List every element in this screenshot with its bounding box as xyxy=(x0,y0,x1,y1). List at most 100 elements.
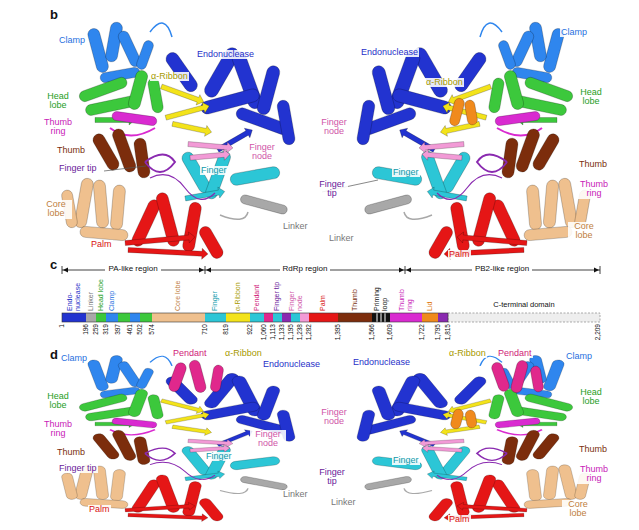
part-label: α-Ribbon xyxy=(224,349,263,358)
structure-back xyxy=(356,21,591,260)
part-label: Finger node xyxy=(316,408,352,427)
domain-bar xyxy=(264,313,273,322)
domain-bar xyxy=(62,313,86,322)
region-arrows xyxy=(405,266,406,274)
residue-number: 1,722 xyxy=(419,324,426,340)
part-label: Head lobe xyxy=(42,92,74,111)
domain-bar xyxy=(291,313,300,322)
residue-number: 1,238 xyxy=(297,324,304,340)
pendant-helices xyxy=(510,359,529,394)
residue-number: 2,209 xyxy=(595,324,602,340)
lid-strands xyxy=(450,408,465,430)
region-label: PB2-like region xyxy=(472,265,532,273)
pendant-helices xyxy=(210,364,225,392)
part-label: Thumb ring xyxy=(40,420,76,439)
residue-number: 1,566 xyxy=(369,324,376,340)
part-label: Palm xyxy=(448,250,471,259)
domain-label: Priming loop xyxy=(373,277,388,311)
part-label: Endonuclease xyxy=(262,360,321,369)
part-label: Thumb xyxy=(56,146,86,155)
domain-label: C-terminal domain xyxy=(493,301,554,309)
part-label: Palm xyxy=(90,240,113,249)
pendant-helices xyxy=(188,359,207,394)
residue-number: 922 xyxy=(247,324,254,335)
domain-bar xyxy=(448,313,600,322)
part-label: Finger tip xyxy=(58,464,98,473)
region-arrows xyxy=(406,268,411,273)
domain-bar xyxy=(273,313,282,322)
part-label: Thumb xyxy=(578,445,608,454)
domain-label: Head lobe xyxy=(97,277,105,311)
residue-number: 502 xyxy=(137,324,144,335)
part-label: Finger node xyxy=(316,118,352,137)
pendant-helices xyxy=(530,365,544,392)
part-label: Core lobe xyxy=(562,500,594,519)
lid-strands xyxy=(449,97,479,127)
part-label: Palm xyxy=(88,505,111,514)
domain-bar xyxy=(152,313,205,322)
domain-bar xyxy=(300,313,309,322)
part-label: Finger node xyxy=(244,143,280,162)
domain-bar xyxy=(372,313,390,322)
domain-bar xyxy=(140,313,152,322)
domain-bar xyxy=(226,313,250,322)
part-label: Finger tip xyxy=(58,164,98,173)
residue-number: 319 xyxy=(103,324,110,335)
domain-label: Core lobe xyxy=(174,277,182,311)
structure-front xyxy=(61,21,296,260)
part-label: Core lobe xyxy=(568,222,600,241)
residue-number: 1 xyxy=(59,324,66,328)
region-arrows xyxy=(63,268,68,273)
domain-label: Finger tip xyxy=(273,277,281,311)
residue-number: 574 xyxy=(149,324,156,335)
part-label: Endonuclease xyxy=(360,48,419,57)
residue-number: 1,195 xyxy=(288,324,295,340)
lid-strands xyxy=(464,99,478,125)
lid-strands xyxy=(449,97,466,127)
residue-number: 461 xyxy=(127,324,134,335)
residue-number: 819 xyxy=(223,324,230,335)
part-label: α-Ribbon xyxy=(150,72,189,81)
domain-label: Endo-nuclease xyxy=(66,277,81,311)
residue-number: 1,113 xyxy=(270,324,277,340)
region-arrows xyxy=(62,266,63,274)
part-label: Finger xyxy=(392,168,420,177)
domain-bar xyxy=(106,313,118,322)
structure-front xyxy=(61,355,296,523)
residue-number: 1,795 xyxy=(435,324,442,340)
part-label: Finger xyxy=(205,452,233,461)
domain-bar xyxy=(381,313,382,322)
pendant-helices xyxy=(167,361,188,393)
part-label: Thumb xyxy=(578,160,608,169)
part-label: Linker xyxy=(330,498,357,507)
domain-label: Finger node xyxy=(288,277,303,311)
domain-label: Clamp xyxy=(108,277,116,311)
part-label: α-Ribbon xyxy=(448,349,487,358)
residue-number: 1,060 xyxy=(261,324,268,340)
lid-strands xyxy=(450,408,478,430)
domain-bar xyxy=(118,313,130,322)
panel-letter: d xyxy=(50,348,58,362)
panel-letter: b xyxy=(50,8,58,22)
lid-strands xyxy=(465,409,478,428)
domain-bar xyxy=(309,313,338,322)
residue-number: 1,609 xyxy=(387,324,394,340)
region-arrows xyxy=(199,268,204,273)
part-label: Thumb xyxy=(56,448,86,457)
domain-label: Thumb ring xyxy=(398,277,413,311)
pendant-helices xyxy=(490,361,511,393)
domain-bar xyxy=(422,313,438,322)
residue-number: 1,815 xyxy=(445,324,452,340)
part-label: Linker xyxy=(328,234,355,243)
pendant-helices xyxy=(167,359,544,394)
residue-number: 1,282 xyxy=(306,324,313,340)
region-arrows xyxy=(600,266,601,274)
region-arrows xyxy=(594,268,599,273)
part-label: Finger xyxy=(392,456,420,465)
domain-bar xyxy=(438,313,448,322)
domain-bar xyxy=(338,313,372,322)
part-label: Thumb ring xyxy=(576,465,612,484)
part-label: Endonuclease xyxy=(352,358,411,367)
